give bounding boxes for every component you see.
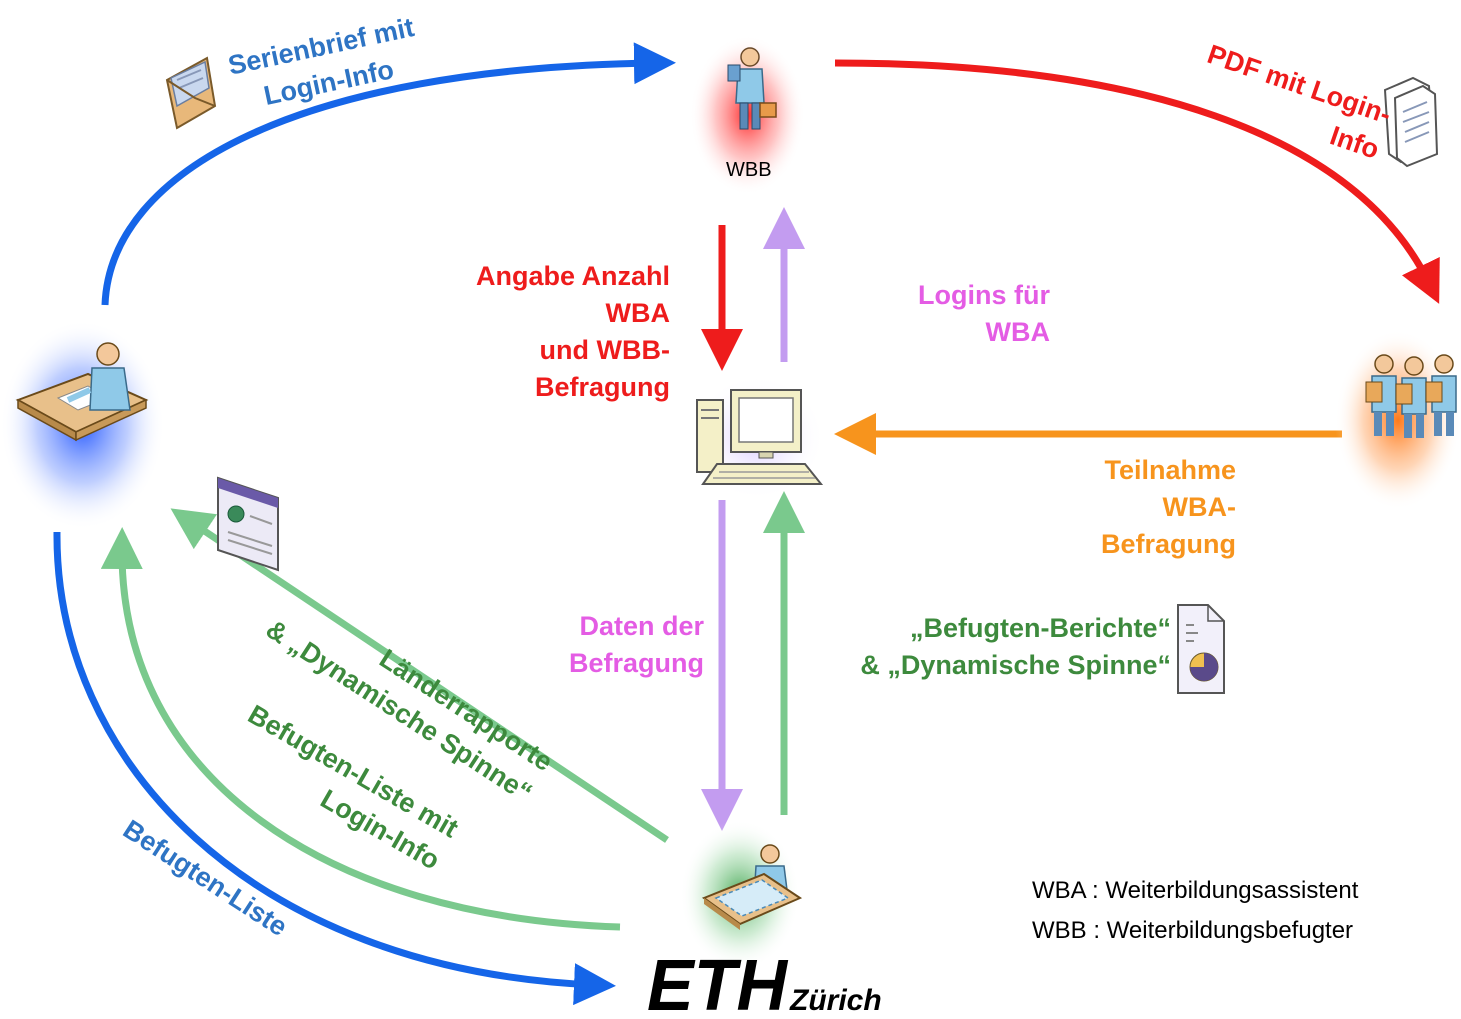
report-chart-icon [1177, 604, 1225, 694]
label-angabe: Angabe Anzahl WBA und WBB- Befragung [420, 258, 670, 406]
label-daten-line2: Befragung [569, 648, 704, 678]
legend-wbb: WBB : Weiterbildungsbefugter [1032, 917, 1354, 944]
arrow-serienbrief [101, 42, 676, 306]
label-logins-line2: WBA [985, 317, 1050, 347]
arrow-befugten-liste [53, 531, 616, 1006]
label-teilnahme: Teilnahme WBA- Befragung [1040, 452, 1236, 563]
label-berichte-line1: „Befugten-Berichte“ [909, 613, 1171, 643]
wba-group-icon [1365, 354, 1457, 438]
eth-logo: ETH Zürich [647, 946, 882, 1019]
eth-logo-text: ETH [647, 946, 789, 1019]
label-berichte: „Befugten-Berichte“ & „Dynamische Spinne… [795, 610, 1171, 684]
wbb-person-icon [727, 47, 777, 130]
computer-icon [696, 389, 824, 485]
wbb-caption: WBB [726, 159, 772, 181]
label-angabe-line2: WBA [605, 298, 670, 328]
label-angabe-line1: Angabe Anzahl [475, 261, 670, 291]
serienbrief-envelope-icon [165, 56, 217, 130]
label-berichte-line2: & „Dynamische Spinne“ [860, 650, 1171, 680]
arrow-laender [170, 508, 669, 843]
label-teilnahme-line3: Befragung [1101, 529, 1236, 559]
label-angabe-line3: und WBB- [539, 335, 670, 365]
arrow-pdf [834, 59, 1440, 304]
label-logins-line1: Logins für [918, 280, 1050, 310]
arrow-befugten-login [100, 527, 621, 931]
pdf-document-icon [1383, 76, 1439, 168]
label-daten-line1: Daten der [579, 611, 704, 641]
eth-logo-zurich: Zürich [789, 984, 882, 1017]
office-person-icon [15, 342, 149, 442]
report-web-icon [217, 476, 279, 572]
label-daten: Daten der Befragung [530, 608, 704, 682]
label-teilnahme-line2: WBA- [1162, 492, 1236, 522]
legend-wba: WBA : Weiterbildungsassistent [1032, 877, 1359, 904]
label-logins: Logins für WBA [860, 277, 1050, 351]
label-angabe-line4: Befragung [535, 372, 670, 402]
label-teilnahme-line1: Teilnahme [1104, 455, 1236, 485]
eth-person-icon [701, 844, 803, 930]
